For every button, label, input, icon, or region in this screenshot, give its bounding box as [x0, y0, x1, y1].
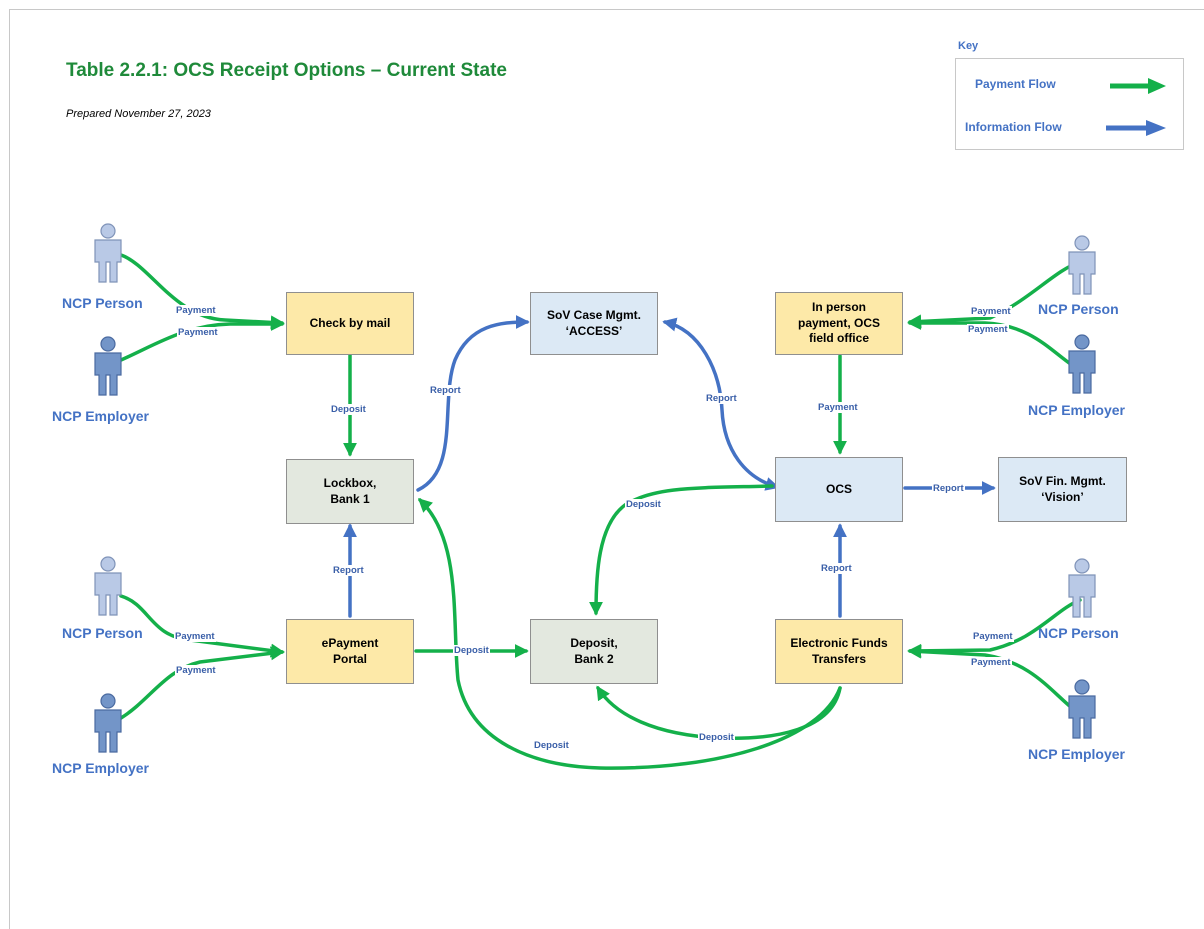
person-icon [94, 556, 122, 616]
flow-label-payment: Payment [174, 631, 216, 642]
check-by-mail-box: Check by mail [286, 292, 414, 355]
flow-label-payment: Payment [175, 305, 217, 316]
ncp-person-label: NCP Person [1038, 301, 1119, 317]
payment-flow-person-to-epayment [119, 594, 285, 658]
flow-label-report: Report [332, 565, 365, 576]
deposit-flow-ocs-to-bank2 [589, 484, 774, 616]
payment-flow-employer-to-eft [907, 644, 1074, 710]
page-title: Table 2.2.1: OCS Receipt Options – Curre… [66, 60, 507, 81]
person-icon [1068, 235, 1096, 295]
report-flow-access-ocs [662, 317, 780, 491]
flow-label-payment: Payment [970, 657, 1012, 668]
flow-label-report: Report [820, 563, 853, 574]
prepared-date: Prepared November 27, 2023 [66, 108, 211, 120]
ncp-employer-label: NCP Employer [1028, 746, 1125, 762]
lockbox-bank1-box: Lockbox, Bank 1 [286, 459, 414, 524]
flow-label-deposit: Deposit [625, 499, 662, 510]
ocs-box: OCS [775, 457, 903, 522]
key-heading: Key [958, 40, 979, 52]
flow-label-payment: Payment [970, 306, 1012, 317]
person-icon [1068, 558, 1096, 618]
information-flow-key-arrow [1106, 120, 1166, 136]
deposit-bank2-box: Deposit, Bank 2 [530, 619, 658, 684]
payment-flow-person-to-check [119, 253, 285, 330]
payment-flow-employer-to-inperson [907, 316, 1074, 367]
ncp-person-label: NCP Person [62, 295, 143, 311]
deposit-flow-eft-to-lockbox [417, 498, 842, 770]
flow-label-deposit: Deposit [698, 732, 735, 743]
flow-label-report: Report [932, 483, 965, 494]
information-flow-label: Information Flow [965, 120, 1062, 134]
flow-label-payment: Payment [175, 665, 217, 676]
flow-label-deposit: Deposit [533, 740, 570, 751]
flow-label-payment: Payment [972, 631, 1014, 642]
key-legend [955, 58, 1184, 150]
person-icon [94, 223, 122, 283]
employer-icon [1068, 334, 1096, 394]
flow-label-report: Report [705, 393, 738, 404]
report-flow-lockbox-to-access [416, 315, 530, 492]
sov-case-mgmt-box: SoV Case Mgmt. ‘ACCESS’ [530, 292, 658, 355]
payment-flow-employer-to-epayment [119, 646, 285, 720]
page-frame [9, 9, 1204, 929]
employer-icon [1068, 679, 1096, 739]
payment-flow-key-arrow [1110, 78, 1166, 94]
sov-fin-mgmt-box: SoV Fin. Mgmt. ‘Vision’ [998, 457, 1127, 522]
flow-label-payment: Payment [967, 324, 1009, 335]
epayment-portal-box: ePayment Portal [286, 619, 414, 684]
employer-icon [94, 693, 122, 753]
ncp-employer-label: NCP Employer [1028, 402, 1125, 418]
ncp-employer-label: NCP Employer [52, 760, 149, 776]
ncp-person-label: NCP Person [1038, 625, 1119, 641]
flow-label-deposit: Deposit [453, 645, 490, 656]
electronic-funds-transfers-box: Electronic Funds Transfers [775, 619, 903, 684]
in-person-payment-box: In person payment, OCS field office [775, 292, 903, 355]
flow-label-deposit: Deposit [330, 404, 367, 415]
payment-flow-person-to-eft [907, 598, 1082, 658]
deposit-flow-eft-to-bank2 [596, 685, 842, 740]
payment-flow-employer-to-check [119, 317, 285, 362]
ncp-employer-label: NCP Employer [52, 408, 149, 424]
ncp-person-label: NCP Person [62, 625, 143, 641]
flow-label-report: Report [429, 385, 462, 396]
employer-icon [94, 336, 122, 396]
flow-label-payment: Payment [817, 402, 859, 413]
payment-flow-label: Payment Flow [975, 77, 1056, 91]
flow-label-payment: Payment [177, 327, 219, 338]
